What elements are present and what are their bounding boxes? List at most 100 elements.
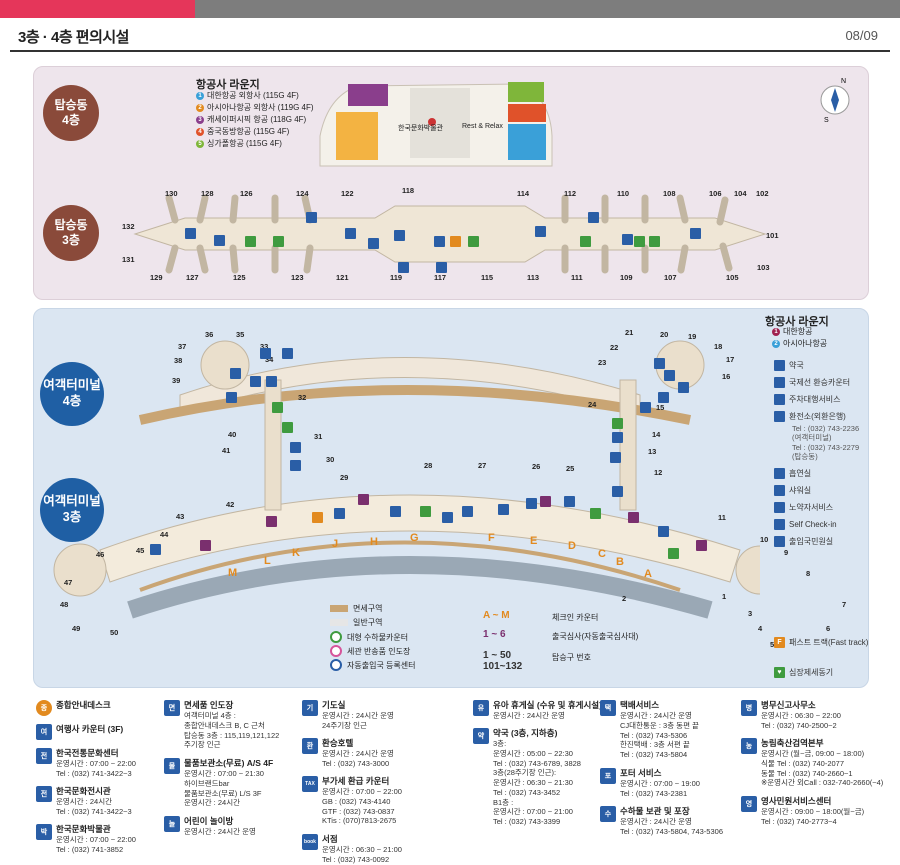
facility-footer-line: 운영시간 : 24시간 (184, 798, 240, 808)
facility-icon (282, 422, 293, 433)
gate-label: 21 (625, 328, 634, 337)
facility-footer-line: 운영시간 : 07:00 ~ 22:00 (56, 759, 136, 769)
gate-label: 5 (770, 640, 775, 649)
facility-footer-line: Tel : (032) 741-3422~3 (56, 768, 132, 778)
facility-footer-title: 포터 서비스 (620, 768, 662, 778)
gate-label: 42 (226, 500, 235, 509)
facility-icon (628, 512, 639, 523)
gate-label: 110 (617, 189, 630, 198)
facility-footer-item: 유아 휴게실 (수유 및 휴게시설)운영시간 : 24시간 운영 (493, 700, 602, 721)
gate-label: 111 (571, 273, 583, 282)
legend-ring-icon (330, 645, 342, 657)
gate-label: 1 (722, 592, 727, 601)
gate-label: 25 (566, 464, 575, 473)
facility-icon (774, 485, 785, 496)
legend-row: 면세구역 (330, 603, 382, 614)
legend-label: 세관 반송품 인도장 (347, 646, 411, 656)
facility-icon (588, 212, 599, 223)
facility-footer-line: 물품보관소(무료) L/S 3F (184, 788, 262, 798)
facility-footer-icon: 놀 (164, 816, 180, 832)
lounge-5-area (508, 82, 544, 102)
facility-icon (774, 360, 785, 371)
gate-label: 118 (402, 186, 415, 195)
gate-label: 104 (734, 189, 747, 198)
facility-footer-line: 운영시간 : 07:00 ~ 22:00 (56, 835, 136, 845)
gate-label: 10 (760, 535, 769, 544)
aed-icon: ♥ (774, 667, 785, 678)
facility-footer-line: Tel : (032) 743-6789, 3828 (493, 758, 581, 768)
facility-footer-line: Tel : (032) 743-5306 (620, 730, 688, 740)
facility-icon (266, 376, 277, 387)
facility-icon (450, 236, 461, 247)
legend-label: 탑승구 번호 (552, 653, 592, 662)
lounge-name: 대한항공 (783, 327, 813, 336)
facility-footer-line: 3층: (493, 739, 507, 749)
gate-label: 32 (298, 393, 307, 402)
gate-label: 45 (136, 546, 145, 555)
gate-label: 22 (610, 343, 619, 352)
facility-footer-title: 한국문화박물관 (56, 824, 111, 834)
facility-footer-title: 종합안내데스크 (56, 700, 111, 710)
rest-relax-label: Rest & Relax (462, 123, 503, 130)
checkin-counter: F (488, 532, 495, 544)
facility-icon (358, 494, 369, 505)
gate-label: 27 (478, 461, 487, 470)
gate-label: 114 (517, 189, 530, 198)
gate-label: 102 (756, 189, 769, 198)
facility-footer-line: 한진택배 : 3층 서편 끝 (620, 740, 690, 750)
facility-footer-title: 농림축산검역본부 (761, 738, 824, 748)
gate-label: 9 (784, 548, 789, 557)
fast-track-icon: F (774, 637, 785, 648)
facility-legend-row: 주차대행서비스 (774, 394, 841, 405)
facility-footer-line: 주기장 인근 (184, 740, 221, 750)
facility-footer-line: KTis : (070)7813-2675 (322, 816, 397, 826)
facility-icon (498, 504, 509, 515)
facility-footer-item: 여행사 카운터 (3F) (56, 724, 123, 735)
gate-label: 106 (709, 189, 722, 198)
facility-footer-line: Tel : (032) 743-3452 (493, 787, 561, 797)
facility-icon (306, 212, 317, 223)
facility-icon (658, 526, 669, 537)
facility-icon (690, 228, 701, 239)
gate-label: 35 (236, 330, 245, 339)
legend-label: 대형 수하물카운터 (347, 632, 409, 642)
gate-label: 130 (165, 189, 178, 198)
facility-icon (634, 236, 645, 247)
gate-label: 131 (122, 255, 135, 264)
facility-icon (640, 402, 651, 413)
legend-key: A ~ M (483, 610, 510, 621)
checkin-counter: B (616, 556, 624, 568)
facility-footer-line: 운영시간 : 06:30 ~ 22:00 (761, 711, 841, 721)
gate-label: 127 (186, 273, 199, 282)
facility-footer-icon: 약 (473, 728, 489, 744)
facility-footer-title: 영사민원서비스센터 (761, 796, 832, 806)
gate-label: 11 (718, 513, 726, 522)
facility-label: 약국 (789, 361, 804, 370)
facility-icon (214, 235, 225, 246)
facility-icon (610, 452, 621, 463)
gate-label: 15 (656, 403, 665, 412)
lounge-number-badge: 2 (196, 103, 204, 112)
checkin-counter: A (644, 568, 652, 580)
facility-footer-line: 탑승동 3층 : 115,119,121,122 (184, 730, 280, 740)
facility-footer-title: 한국문화전시관 (56, 786, 111, 796)
lounge-number-badge: 3 (196, 115, 204, 124)
gate-label: 124 (296, 189, 309, 198)
facility-icon (345, 228, 356, 239)
facility-label: 환전소(외환은행) (789, 412, 846, 421)
legend-key: 1 ~ 6 (483, 629, 506, 640)
facility-footer-icon: 면 (164, 700, 180, 716)
facility-detail: Tel : (032) 743-2236 (여객터미널) Tel : (032)… (792, 424, 860, 462)
gate-label: 50 (110, 628, 119, 637)
gate-label: 30 (326, 455, 335, 464)
facility-footer-line: 운영시간 : 24시간 운영 (322, 749, 394, 759)
facility-icon (185, 228, 196, 239)
facility-icon (368, 238, 379, 249)
